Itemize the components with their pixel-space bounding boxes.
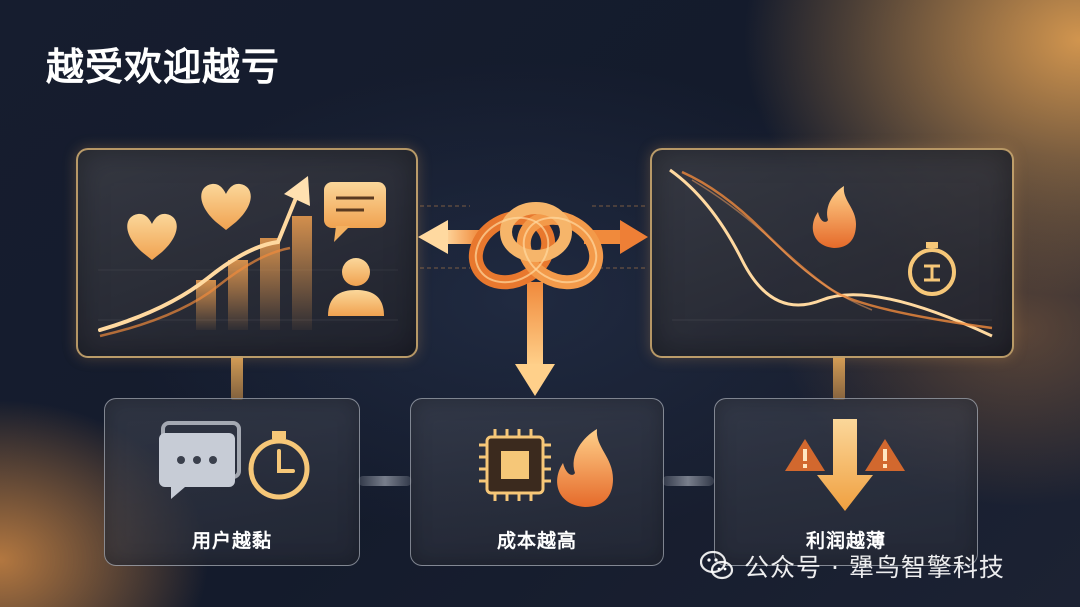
down-arrow-icon (515, 282, 555, 396)
right-vertical-connector (833, 356, 845, 400)
user-stickiness-box: 用户越黏 (104, 398, 360, 566)
stopwatch-icon (248, 431, 310, 500)
profit-box: 利润越薄 (714, 398, 978, 566)
growth-bar-icon (292, 216, 312, 330)
chat-bubble-icon (324, 182, 386, 242)
cost-label: 成本越高 (496, 530, 577, 552)
down-arrow-icon (817, 419, 873, 511)
stickiness-illustration (159, 421, 310, 500)
cost-box: 成本越高 (410, 398, 664, 566)
decline-chart-icon (669, 168, 993, 338)
growth-bar-icon (260, 238, 280, 330)
warning-icon (785, 439, 825, 471)
fire-icon (557, 429, 613, 507)
decline-illustration (669, 168, 993, 338)
cost-illustration (479, 429, 613, 507)
box-connector-right (662, 476, 714, 486)
growth-arrow-icon (98, 176, 310, 338)
left-arrow-icon (418, 220, 480, 254)
decline-panel (650, 148, 1014, 358)
heart-icon (201, 183, 251, 230)
user-icon (328, 258, 384, 316)
profit-label: 利润越薄 (805, 530, 886, 552)
stopwatch-icon (908, 242, 956, 296)
heart-icon (127, 213, 177, 260)
box-connector-left (358, 476, 412, 486)
page-title: 越受欢迎越亏 (46, 45, 281, 89)
chat-icon (159, 421, 241, 499)
growth-bar-icon (196, 280, 216, 330)
popularity-illustration (98, 176, 398, 338)
watermark: 公众号 · 犟鸟智擎科技 (700, 548, 1005, 584)
warning-icon (865, 439, 905, 471)
profit-illustration (785, 419, 905, 511)
right-arrow-icon (584, 220, 648, 254)
user-stickiness-label: 用户越黏 (191, 530, 272, 552)
growth-bar-icon (228, 260, 248, 330)
knot-icon (468, 202, 604, 290)
left-vertical-connector (231, 356, 243, 400)
watermark-text: 公众号 · 犟鸟智擎科技 (744, 553, 1005, 582)
chip-icon (479, 429, 551, 501)
fire-icon (812, 186, 856, 248)
popularity-panel (76, 148, 418, 358)
wechat-icon (700, 550, 734, 580)
